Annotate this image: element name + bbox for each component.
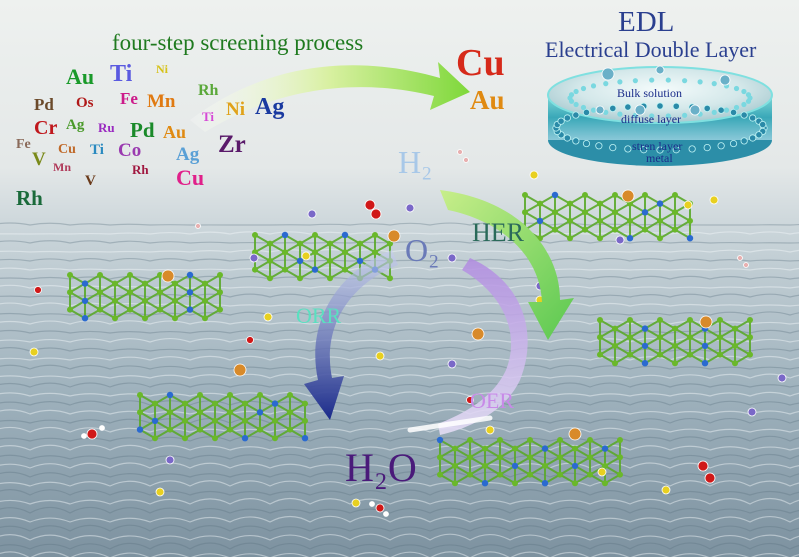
- element-label-mn: Mn: [53, 160, 71, 174]
- element-label-rh: Rh: [198, 82, 219, 99]
- element-label-mn: Mn: [147, 91, 176, 112]
- edl-ion-dots: [552, 65, 768, 154]
- element-label-v: V: [32, 149, 46, 170]
- edl-layer-stern: stren layer: [632, 139, 683, 153]
- oer-arrow: [438, 258, 528, 435]
- element-label-au: Au: [66, 64, 95, 89]
- label-orr: ORR: [296, 303, 342, 328]
- element-label-ti: Ti: [110, 61, 133, 87]
- element-label-ru: Ru: [98, 120, 115, 135]
- element-label-ni: Ni: [156, 62, 168, 76]
- element-label-cu: Cu: [176, 165, 205, 190]
- element-label-fe: Fe: [16, 137, 31, 152]
- label-oer: OER: [470, 388, 514, 413]
- element-label-ti: Ti: [202, 109, 215, 124]
- element-label-ag: Ag: [176, 144, 200, 165]
- element-label-pd: Pd: [130, 118, 155, 142]
- element-label-ag: Ag: [66, 117, 85, 133]
- element-label-fe: Fe: [120, 89, 138, 108]
- screening-arrow: [190, 62, 470, 132]
- element-label-ni: Ni: [226, 99, 245, 120]
- edl-layer-metal: metal: [646, 151, 673, 165]
- selected-element-au: Au: [470, 85, 505, 115]
- element-label-pd: Pd: [34, 95, 54, 114]
- element-label-ti: Ti: [90, 142, 104, 158]
- element-label-cr: Cr: [34, 117, 58, 139]
- element-label-zr: Zr: [218, 131, 246, 158]
- selected-element-cu: Cu: [456, 42, 505, 84]
- screening-title: four-step screening process: [112, 30, 364, 55]
- element-label-cu: Cu: [58, 142, 76, 157]
- label-her: HER: [472, 218, 524, 247]
- her-arrow: [440, 190, 574, 340]
- edl-title: EDL: [618, 6, 675, 38]
- edl-subtitle: Electrical Double Layer: [545, 37, 757, 62]
- element-label-v: V: [85, 173, 96, 189]
- element-label-rh: Rh: [132, 162, 149, 177]
- edl-disc: [547, 66, 773, 166]
- element-label-rh: Rh: [16, 186, 43, 210]
- label-h2o: H₂O: [345, 445, 417, 490]
- edl-layer-bulk: Bulk solution: [617, 86, 683, 100]
- orr-arrow: [304, 250, 398, 420]
- label-o2: O₂: [405, 232, 440, 268]
- element-label-co: Co: [118, 140, 142, 161]
- element-label-au: Au: [163, 122, 187, 142]
- edl-layer-diffuse: diffuse layer: [621, 112, 682, 126]
- label-h2: H₂: [398, 144, 433, 180]
- element-label-ag: Ag: [255, 94, 285, 120]
- element-label-os: Os: [76, 95, 94, 111]
